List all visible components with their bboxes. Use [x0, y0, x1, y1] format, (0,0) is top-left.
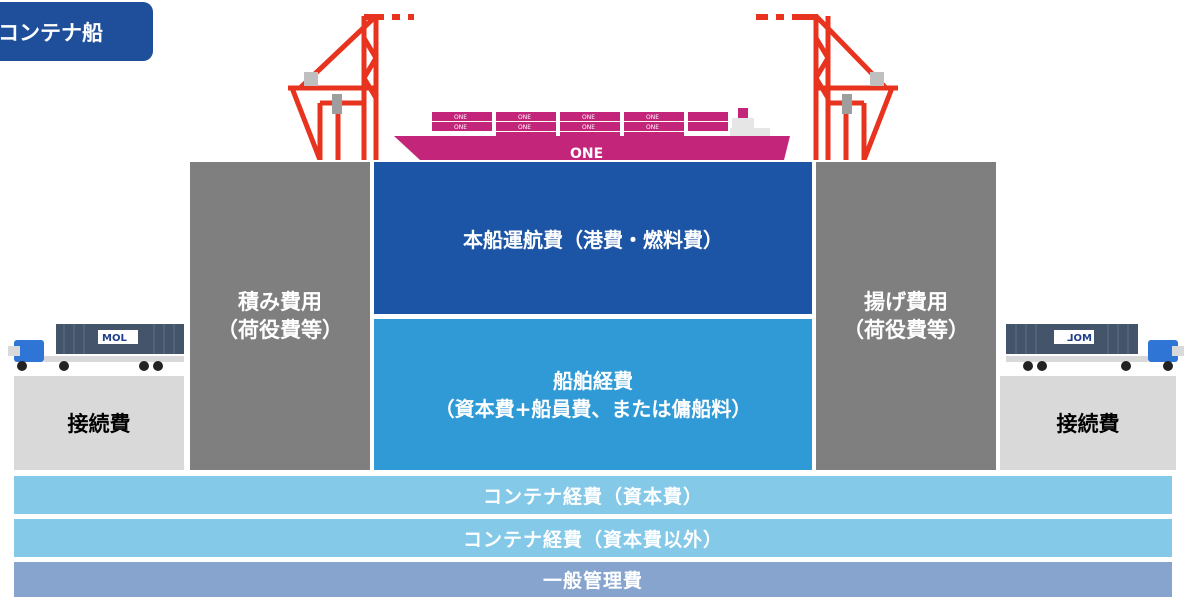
- svg-text:ONE: ONE: [454, 124, 467, 131]
- general-admin-cost-label: 一般管理費: [542, 570, 643, 592]
- right-crane-icon: [756, 14, 898, 160]
- svg-text:ONE: ONE: [454, 114, 467, 121]
- vessel-expenses-label: 船舶経費: [552, 368, 633, 393]
- ship-hull-label: ONE: [570, 146, 603, 162]
- vessel-operation-cost-block: 本船運航費（港費・燃料費）: [374, 162, 812, 314]
- unloading-cost-sublabel: （荷役費等）: [843, 318, 969, 342]
- connection-fee-right: 接続費: [1000, 376, 1176, 470]
- ship-type-label: コンテナ船: [0, 20, 103, 45]
- svg-text:ONE: ONE: [518, 114, 531, 121]
- container-capital-cost-label: コンテナ経費（資本費）: [482, 485, 703, 508]
- vessel-operation-cost-label: 本船運航費（港費・燃料費）: [463, 227, 723, 252]
- unloading-cost-block: 揚げ費用 （荷役費等）: [816, 162, 996, 470]
- svg-text:ONE: ONE: [646, 124, 659, 131]
- left-crane-icon: [288, 14, 414, 160]
- svg-text:ONE: ONE: [582, 114, 595, 121]
- svg-text:ONE: ONE: [518, 124, 531, 131]
- connection-fee-right-label: 接続費: [1056, 412, 1120, 436]
- loading-cost-block: 積み費用 （荷役費等）: [190, 162, 370, 470]
- svg-text:ONE: ONE: [646, 114, 659, 121]
- connection-fee-left: 接続費: [14, 376, 184, 470]
- svg-text:MOL: MOL: [102, 333, 127, 344]
- left-truck-icon: MOL: [8, 324, 184, 371]
- loading-cost-sublabel: （荷役費等）: [217, 318, 343, 342]
- svg-text:MOL: MOL: [1067, 333, 1092, 344]
- loading-cost-label: 積み費用: [238, 289, 322, 314]
- general-admin-cost-band: 一般管理費: [14, 562, 1172, 597]
- container-other-cost-label: コンテナ経費（資本費以外）: [462, 528, 723, 551]
- connection-fee-left-label: 接続費: [67, 412, 131, 436]
- container-other-cost-band: コンテナ経費（資本費以外）: [14, 519, 1172, 557]
- container-capital-cost-band: コンテナ経費（資本費）: [14, 476, 1172, 514]
- container-ship-icon: ONE ONE ONE ONE ONE ONE ONE ONE ONE: [394, 108, 790, 162]
- right-truck-icon: MOL: [1006, 324, 1184, 371]
- ship-type-tag: コンテナ船: [0, 2, 153, 61]
- vessel-expenses-block: 船舶経費 （資本費+船員費、または傭船料）: [374, 319, 812, 470]
- vessel-expenses-sublabel: （資本費+船員費、または傭船料）: [434, 396, 752, 421]
- unloading-cost-label: 揚げ費用: [864, 289, 948, 314]
- svg-text:ONE: ONE: [582, 124, 595, 131]
